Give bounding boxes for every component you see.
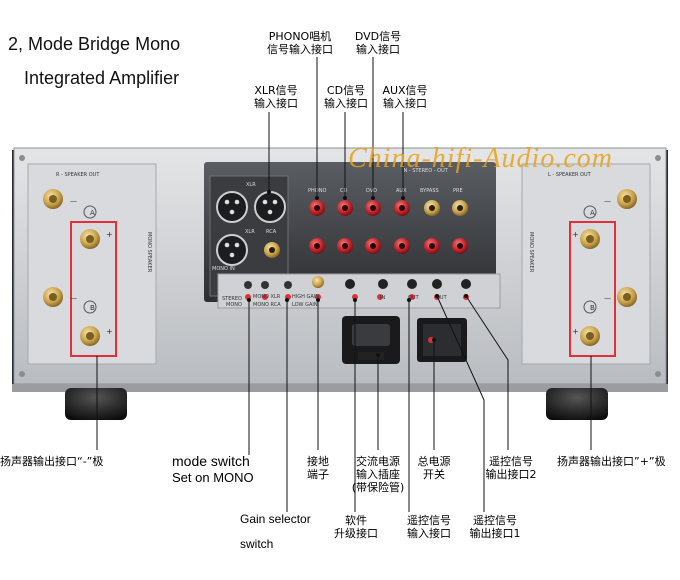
rca-text: RCA bbox=[266, 229, 277, 235]
label-ac-power-inlet: 交流电源 输入插座 (带保险管) bbox=[351, 455, 405, 494]
minus-text-left-2: — bbox=[70, 294, 77, 302]
in-stereo-out-text: IN - STEREO - OUT bbox=[402, 168, 449, 174]
label-remote-out-1: 遥控信号 输出接口1 bbox=[469, 514, 521, 540]
label-speaker-plus: 扬声器输出接口”+”极 bbox=[557, 455, 666, 468]
r-speaker-out-text: R - SPEAKER OUT bbox=[56, 172, 100, 178]
xlr-text-2: XLR bbox=[245, 229, 255, 235]
plus-text-right-2: + bbox=[572, 327, 579, 336]
in-text: IN bbox=[380, 295, 385, 301]
label-mode-switch: mode switch bbox=[172, 453, 250, 469]
label-remote-in: 遥控信号 输入接口 bbox=[407, 514, 451, 540]
highlight-box-minus bbox=[70, 221, 117, 357]
plus-text-left: + bbox=[106, 230, 113, 239]
stereo-text: STEREO bbox=[222, 296, 242, 302]
label-gain-selector: Gain selector bbox=[240, 512, 311, 526]
callout-lines bbox=[96, 57, 592, 512]
label-main-power-switch: 总电源 开关 bbox=[417, 455, 451, 481]
binding-posts-right bbox=[580, 189, 637, 346]
mono-rca-text: MONO RCA bbox=[253, 302, 281, 308]
label-speaker-minus: 扬声器输出接口“-”极 bbox=[0, 455, 104, 468]
mono-text: MONO bbox=[226, 302, 242, 308]
jack-label-dvd: DVD bbox=[366, 188, 377, 194]
highlight-box-plus bbox=[569, 221, 616, 357]
mono-speaker-right-text: MONO SPEAKER bbox=[528, 232, 534, 273]
heading-line1: 2, Mode Bridge Mono bbox=[8, 34, 181, 54]
mono-xlr-text: MONO XLR bbox=[253, 294, 281, 300]
jack-label-pre: PRE bbox=[453, 188, 463, 194]
foot-right bbox=[546, 388, 608, 420]
minus-text-right-2: — bbox=[604, 294, 611, 302]
label-aux-input: AUX信号 输入接口 bbox=[382, 84, 428, 110]
label-mode-set-mono: Set on MONO bbox=[172, 470, 254, 485]
watermark: China-hifi-Audio.com bbox=[348, 143, 613, 174]
jack-label-aux: AUX bbox=[396, 188, 407, 194]
rca-row-bottom bbox=[309, 238, 468, 254]
b-text-right: B bbox=[590, 304, 595, 312]
foot-left bbox=[65, 388, 127, 420]
out-text-2: OUT bbox=[436, 295, 448, 301]
a-text-left: A bbox=[90, 209, 95, 217]
minus-text-left: — bbox=[70, 197, 77, 205]
out-text: OUT bbox=[408, 295, 420, 301]
mono-in-text: MONO IN bbox=[212, 266, 235, 272]
binding-posts-left bbox=[43, 189, 100, 346]
low-gain-text: LOW GAIN bbox=[292, 302, 318, 308]
xlr-text: XLR bbox=[246, 182, 256, 188]
toggle-switches bbox=[244, 276, 471, 289]
label-remote-out-2: 遥控信号 输出接口2 bbox=[485, 455, 537, 481]
xlr-connectors bbox=[216, 191, 286, 266]
l-speaker-out-text: L - SPEAKER OUT bbox=[548, 172, 592, 178]
b-text-left: B bbox=[90, 304, 95, 312]
jack-label-cd: CD bbox=[340, 188, 347, 194]
label-ground-terminal: 接地 端子 bbox=[307, 455, 329, 481]
plus-text-right: + bbox=[572, 230, 579, 239]
mono-speaker-left-text: MONO SPEAKER bbox=[146, 232, 152, 273]
rca-row-top bbox=[309, 200, 468, 216]
jack-label-bypass: BYPASS bbox=[420, 188, 439, 194]
label-cd-input: CD信号 输入接口 bbox=[324, 84, 368, 110]
minus-text-right: — bbox=[604, 197, 611, 205]
plus-text-left-2: + bbox=[106, 327, 113, 336]
a-text-right: A bbox=[590, 209, 595, 217]
high-gain-text: HIGH GAIN bbox=[292, 294, 319, 300]
label-dvd-input: DVD信号 输入接口 bbox=[354, 30, 402, 56]
label-software-port: 软件 升级接口 bbox=[334, 514, 378, 540]
label-xlr-input: XLR信号 输入接口 bbox=[254, 84, 298, 110]
label-gain-switch: switch bbox=[240, 537, 274, 551]
heading-line2: Integrated Amplifier bbox=[24, 68, 180, 88]
label-phono-input: PHONO唱机 信号输入接口 bbox=[267, 30, 333, 56]
